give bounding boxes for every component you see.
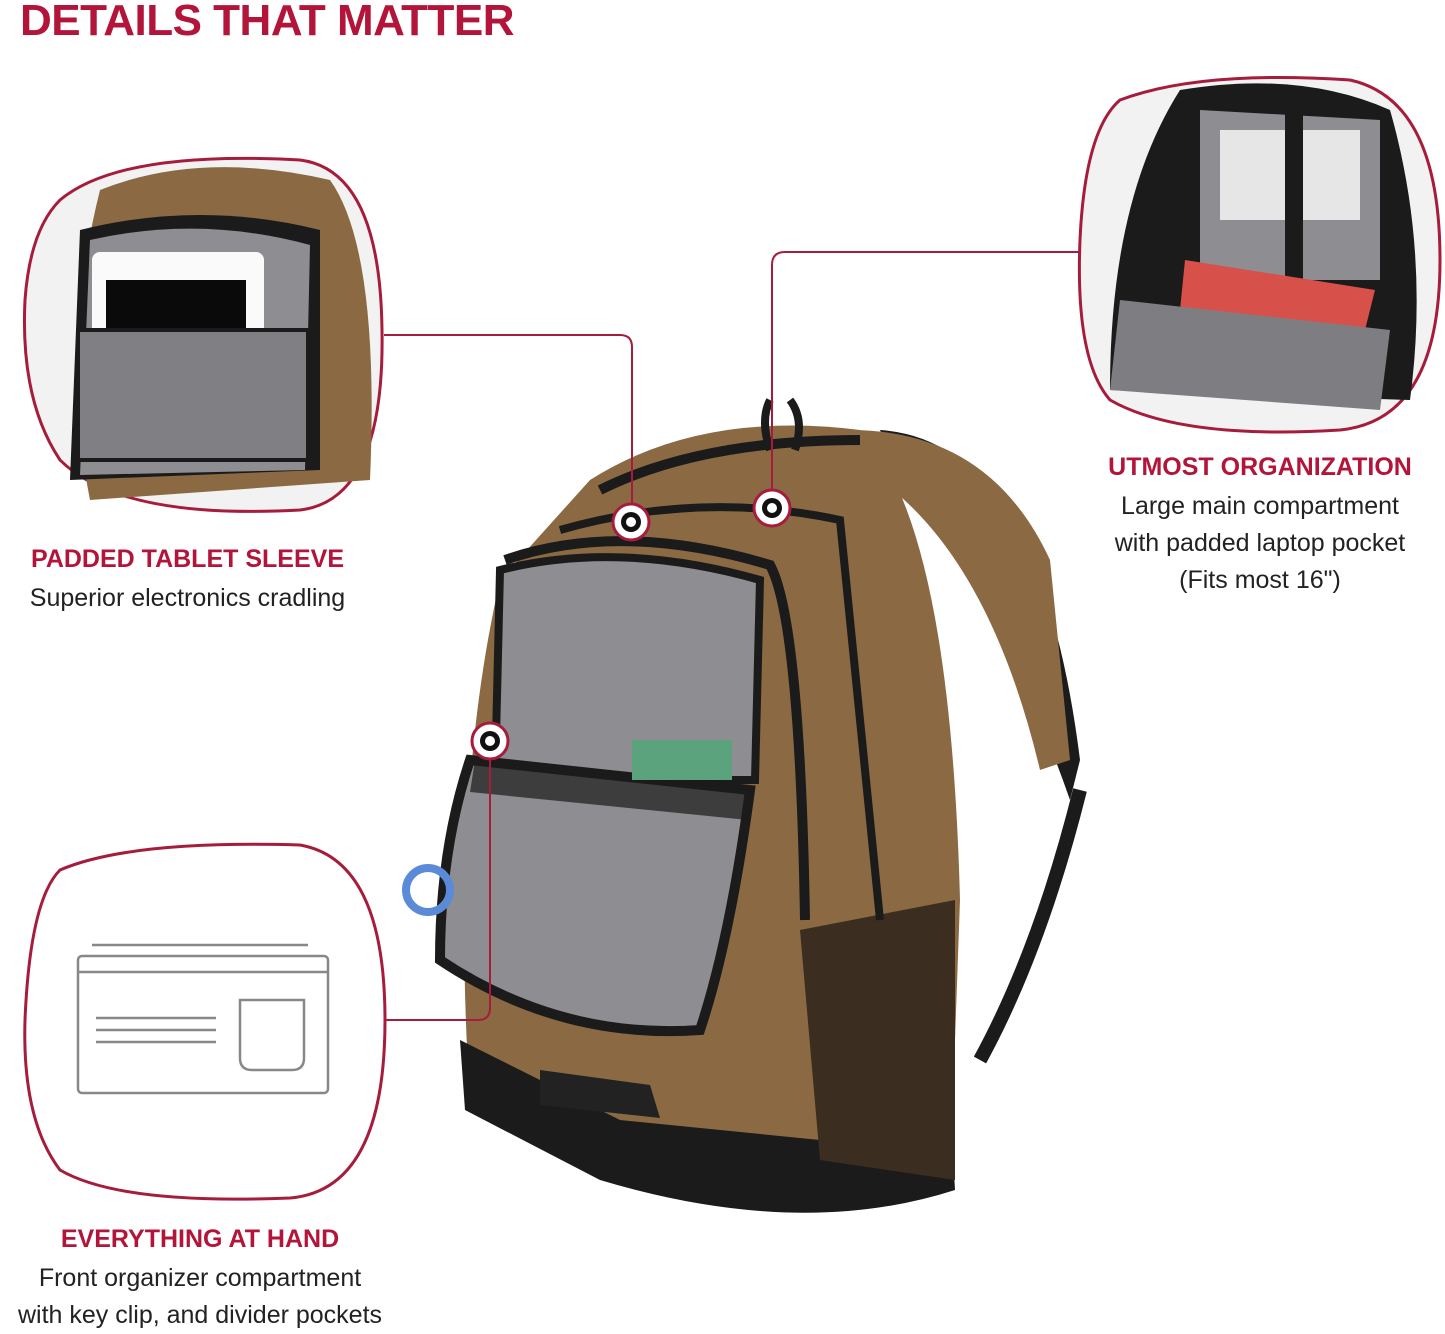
feature-desc-organization: Large main compartment with padded lapto… [1085, 488, 1435, 599]
feature-desc-line: Front organizer compartment [38, 1264, 362, 1292]
feature-heading-tablet-sleeve: PADDED TABLET SLEEVE [31, 545, 344, 573]
everything-at-hand-callout-frame [23, 842, 387, 1201]
key-clip-tag [402, 864, 454, 916]
feature-desc-line: Large main compartment [1121, 492, 1399, 520]
feature-desc-line: Superior electronics cradling [29, 584, 346, 612]
feature-desc-tablet-sleeve: Superior electronics cradling [0, 580, 375, 617]
main-compartment-photo [1110, 83, 1417, 410]
organizer-pocket-icon [76, 943, 330, 1095]
hotspot-markers [470, 488, 792, 761]
feature-heading-organization: UTMOST ORGANIZATION [1108, 453, 1412, 481]
feature-desc-everything-at-hand: Front organizer compartment with key cli… [0, 1260, 400, 1334]
feature-desc-line: with key clip, and divider pockets [17, 1301, 383, 1329]
backpack-photo [402, 397, 1087, 1213]
feature-heading-everything-at-hand: EVERYTHING AT HAND [60, 1225, 340, 1253]
tablet-sleeve-photo [70, 167, 372, 500]
feature-desc-line: (Fits most 16") [1179, 566, 1341, 594]
page-title: DETAILS THAT MATTER [20, 0, 515, 45]
feature-desc-line: with padded laptop pocket [1114, 529, 1406, 557]
